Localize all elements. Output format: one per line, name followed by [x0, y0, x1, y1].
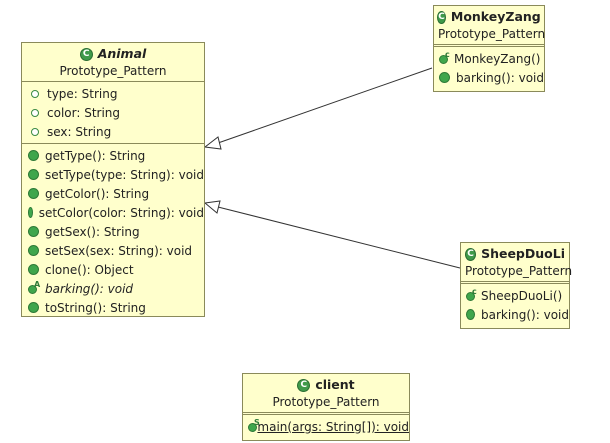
field-icon	[31, 108, 39, 117]
class-icon: C	[79, 47, 93, 61]
class-icon: C	[465, 247, 477, 261]
class-animal[interactable]: C Animal Prototype_Pattern type: String …	[21, 42, 205, 317]
method-row: clone(): Object	[22, 260, 204, 279]
method-row: getType(): String	[22, 146, 204, 165]
class-sheepduoli-header: C SheepDuoLi Prototype_Pattern	[461, 243, 573, 281]
sheep-to-animal-link	[217, 206, 461, 269]
method-icon	[28, 264, 39, 275]
method-row: setSex(sex: String): void	[22, 241, 204, 260]
class-icon: C	[297, 378, 311, 392]
class-client-header: C client Prototype_Pattern	[243, 374, 409, 412]
constructor-icon: c	[439, 51, 450, 64]
class-client-package: Prototype_Pattern	[272, 395, 380, 409]
method-icon	[439, 72, 450, 83]
field-row: sex: String	[22, 122, 204, 141]
sheep-arrowhead	[203, 200, 221, 214]
class-monkeyzang-header: C MonkeyZang Prototype_Pattern	[434, 6, 546, 44]
method-icon	[28, 150, 39, 161]
method-icon	[28, 188, 39, 199]
class-animal-package: Prototype_Pattern	[59, 64, 167, 78]
method-icon	[28, 302, 39, 313]
monkey-to-animal-link	[217, 67, 433, 144]
field-icon	[31, 89, 39, 98]
static-method-icon: S	[248, 419, 260, 432]
constructor-icon: c	[466, 288, 477, 301]
method-icon	[466, 309, 475, 320]
method-row: barking(): void	[434, 68, 544, 87]
class-animal-header: C Animal Prototype_Pattern	[22, 43, 204, 81]
method-icon	[28, 169, 39, 180]
method-icon	[28, 226, 39, 237]
method-icon	[28, 207, 33, 218]
abstract-method-icon: A	[28, 281, 40, 294]
method-row: setType(type: String): void	[22, 165, 204, 184]
method-row: getSex(): String	[22, 222, 204, 241]
class-monkeyzang-package: Prototype_Pattern	[438, 27, 546, 41]
method-row: getColor(): String	[22, 184, 204, 203]
class-monkeyzang-name: MonkeyZang	[450, 9, 541, 24]
class-animal-methods: getType(): String setType(type: String):…	[22, 143, 204, 319]
field-row: type: String	[22, 84, 204, 103]
class-animal-name: Animal	[97, 46, 147, 61]
class-icon: C	[437, 10, 446, 24]
field-row: color: String	[22, 103, 204, 122]
class-client-name: client	[315, 377, 355, 392]
method-row: barking(): void	[461, 305, 569, 324]
class-sheepduoli-package: Prototype_Pattern	[465, 264, 573, 278]
method-icon	[28, 245, 39, 256]
method-row: toString(): String	[22, 298, 204, 317]
field-icon	[31, 127, 39, 136]
monkey-arrowhead	[203, 136, 222, 150]
class-sheepduoli-name: SheepDuoLi	[481, 246, 565, 261]
method-row: setColor(color: String): void	[22, 203, 204, 222]
class-animal-fields: type: String color: String sex: String	[22, 81, 204, 143]
